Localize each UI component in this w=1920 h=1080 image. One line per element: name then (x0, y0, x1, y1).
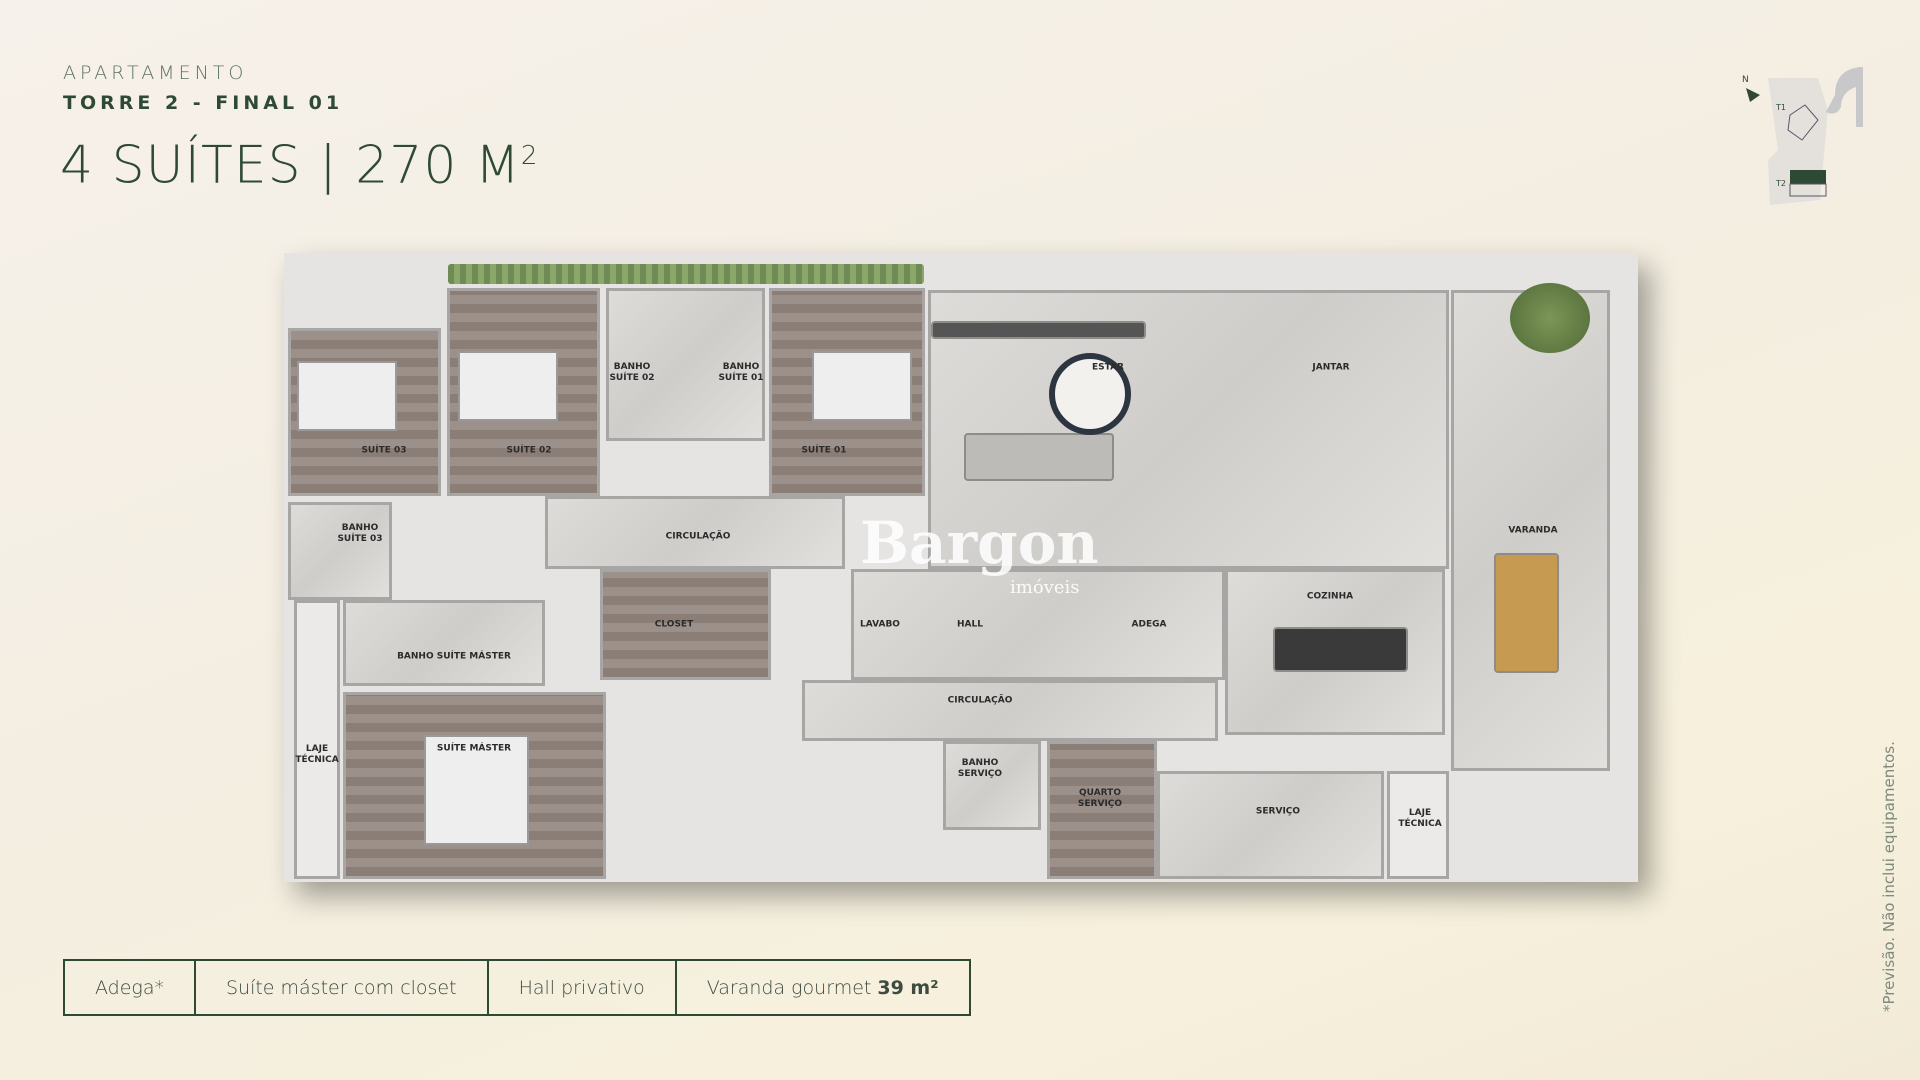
label-banho-suite-02: BANHO SUÍTE 02 (609, 362, 655, 383)
feature-suite-master: Suíte máster com closet (196, 961, 489, 1014)
label-laje-tecnica-right: LAJE TÉCNICA (1398, 808, 1442, 829)
room-suite-02 (447, 288, 600, 496)
floor-plan: SUÍTE 03 SUÍTE 02 BANHO SUÍTE 02 BANHO S… (284, 253, 1638, 882)
label-banho-master: BANHO SUÍTE MÁSTER (397, 651, 511, 662)
label-jantar: JANTAR (1312, 362, 1350, 373)
tower2-label: T2 (1775, 179, 1786, 188)
feature-hall: Hall privativo (489, 961, 677, 1014)
page-title: 4 SUÍTES | 270 M2 (60, 126, 538, 195)
tower2-highlight (1790, 170, 1826, 184)
label-lavabo: LAVABO (860, 619, 900, 630)
feature-varanda-label: Varanda gourmet (706, 976, 872, 999)
room-suite-01 (769, 288, 925, 496)
label-banho-servico: BANHO SERVIÇO (957, 758, 1003, 779)
room-cozinha (1225, 569, 1445, 735)
road-shape (1826, 67, 1863, 127)
room-lavabo-hall-adega (851, 569, 1225, 680)
apartment-type: APARTAMENTO (63, 62, 248, 84)
tower-unit: TORRE 2 - FINAL 01 (63, 92, 344, 114)
feature-varanda-area: 39 m² (877, 976, 939, 999)
planter (448, 264, 924, 284)
label-closet: CLOSET (654, 619, 694, 630)
north-arrow-icon (1746, 88, 1760, 102)
north-label: N (1742, 75, 1749, 85)
title-sup: 2 (520, 141, 539, 171)
label-suite-02: SUÍTE 02 (506, 445, 552, 456)
label-quarto-servico: QUARTO SERVIÇO (1077, 788, 1123, 809)
room-suite-master (343, 692, 606, 879)
label-estar: ESTAR (1092, 362, 1124, 373)
room-closet (600, 569, 771, 680)
room-circulacao (545, 496, 845, 569)
title-text: 4 SUÍTES | 270 M (60, 135, 521, 196)
label-suite-03: SUÍTE 03 (361, 445, 407, 456)
room-laje-tecnica-right (1387, 771, 1449, 879)
label-adega: ADEGA (1131, 619, 1167, 630)
label-circulacao-2: CIRCULAÇÃO (947, 695, 1013, 706)
features-bar: Adega* Suíte máster com closet Hall priv… (63, 959, 971, 1016)
room-servico (1157, 771, 1384, 879)
label-banho-suite-01: BANHO SUÍTE 01 (718, 362, 764, 383)
label-servico: SERVIÇO (1255, 806, 1301, 817)
room-circulacao-2 (802, 680, 1218, 741)
label-suite-01: SUÍTE 01 (801, 445, 847, 456)
site-keymap: N T1 T2 (1740, 60, 1870, 210)
room-estar-jantar (928, 290, 1449, 569)
watermark-sub: imóveis (1010, 577, 1080, 598)
tree (1510, 283, 1590, 353)
label-suite-master: SUÍTE MÁSTER (436, 743, 512, 754)
room-suite-03 (288, 328, 441, 496)
tower1-label: T1 (1775, 103, 1786, 112)
room-banho-master (343, 600, 545, 686)
room-laje-tecnica-left (294, 600, 340, 879)
room-banho-suites (606, 288, 765, 441)
watermark-logo: Bargon (860, 509, 1099, 577)
room-varanda (1451, 290, 1610, 771)
room-banho-servico (943, 741, 1041, 830)
feature-adega: Adega* (65, 961, 196, 1014)
room-banho-suite-03 (288, 502, 392, 600)
label-circulacao: CIRCULAÇÃO (665, 531, 731, 542)
label-laje-tecnica-left: LAJE TÉCNICA (295, 744, 339, 765)
disclaimer-note: *Previsão. Não inclui equipamentos. (1880, 741, 1898, 1012)
tower2-outline (1789, 183, 1827, 197)
label-hall: HALL (957, 619, 983, 630)
label-banho-suite-03: BANHO SUÍTE 03 (337, 523, 383, 544)
tower1-outline (1787, 104, 1819, 141)
label-varanda: VARANDA (1508, 525, 1558, 536)
room-quarto-servico (1047, 741, 1157, 879)
label-cozinha: COZINHA (1306, 591, 1354, 602)
